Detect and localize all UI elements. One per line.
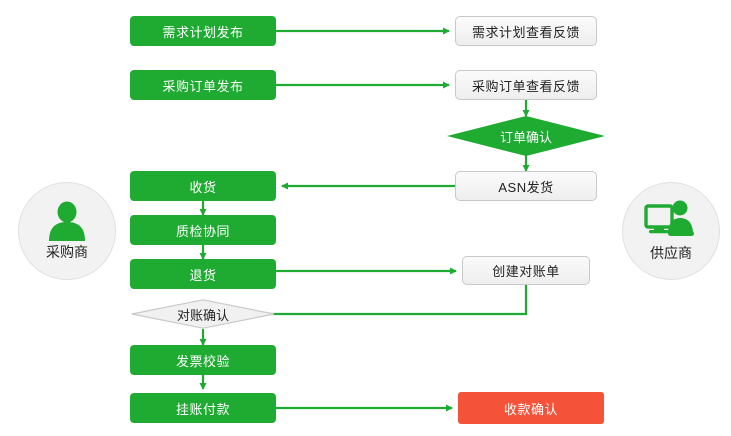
node-label: 需求计划查看反馈 (471, 24, 580, 40)
actor-buyer: 采购商 (18, 182, 116, 280)
person-at-computer-icon (644, 200, 698, 242)
node-label: 采购订单发布 (162, 78, 244, 94)
actor-supplier: 供应商 (622, 182, 720, 280)
node-purchase-order-publish[interactable]: 采购订单发布 (130, 70, 276, 100)
node-label: ASN发货 (498, 179, 554, 195)
node-statement-confirm[interactable]: 对账确认 (131, 299, 275, 329)
node-label: 采购订单查看反馈 (471, 78, 580, 94)
node-return-goods[interactable]: 退货 (130, 259, 276, 289)
node-demand-plan-publish[interactable]: 需求计划发布 (130, 16, 276, 46)
node-receive-goods[interactable]: 收货 (130, 171, 276, 201)
node-purchase-order-feedback[interactable]: 采购订单查看反馈 (455, 70, 597, 100)
person-icon (46, 201, 88, 241)
node-label: 订单确认 (499, 129, 552, 145)
actor-buyer-label: 采购商 (46, 243, 88, 260)
node-quality-collaboration[interactable]: 质检协同 (130, 215, 276, 245)
node-label: 挂账付款 (175, 401, 230, 417)
node-label: 收款确认 (503, 401, 558, 417)
node-label: 创建对账单 (492, 264, 560, 279)
node-label: 发票校验 (175, 353, 230, 369)
node-label: 需求计划发布 (162, 24, 244, 40)
node-create-statement[interactable]: 创建对账单 (462, 256, 590, 285)
node-order-confirm[interactable]: 订单确认 (447, 116, 605, 156)
node-asn-shipment[interactable]: ASN发货 (455, 171, 597, 201)
node-label: 质检协同 (175, 223, 230, 239)
node-label: 退货 (189, 267, 217, 283)
diamond-shape (131, 299, 275, 329)
actor-supplier-label: 供应商 (650, 244, 692, 261)
node-demand-plan-feedback[interactable]: 需求计划查看反馈 (455, 16, 597, 46)
node-invoice-check[interactable]: 发票校验 (130, 345, 276, 375)
node-label: 对账确认 (176, 307, 229, 323)
node-receipt-confirm[interactable]: 收款确认 (458, 392, 604, 424)
node-label: 收货 (189, 179, 217, 195)
node-payable-payment[interactable]: 挂账付款 (130, 393, 276, 423)
diamond-shape (447, 116, 605, 156)
